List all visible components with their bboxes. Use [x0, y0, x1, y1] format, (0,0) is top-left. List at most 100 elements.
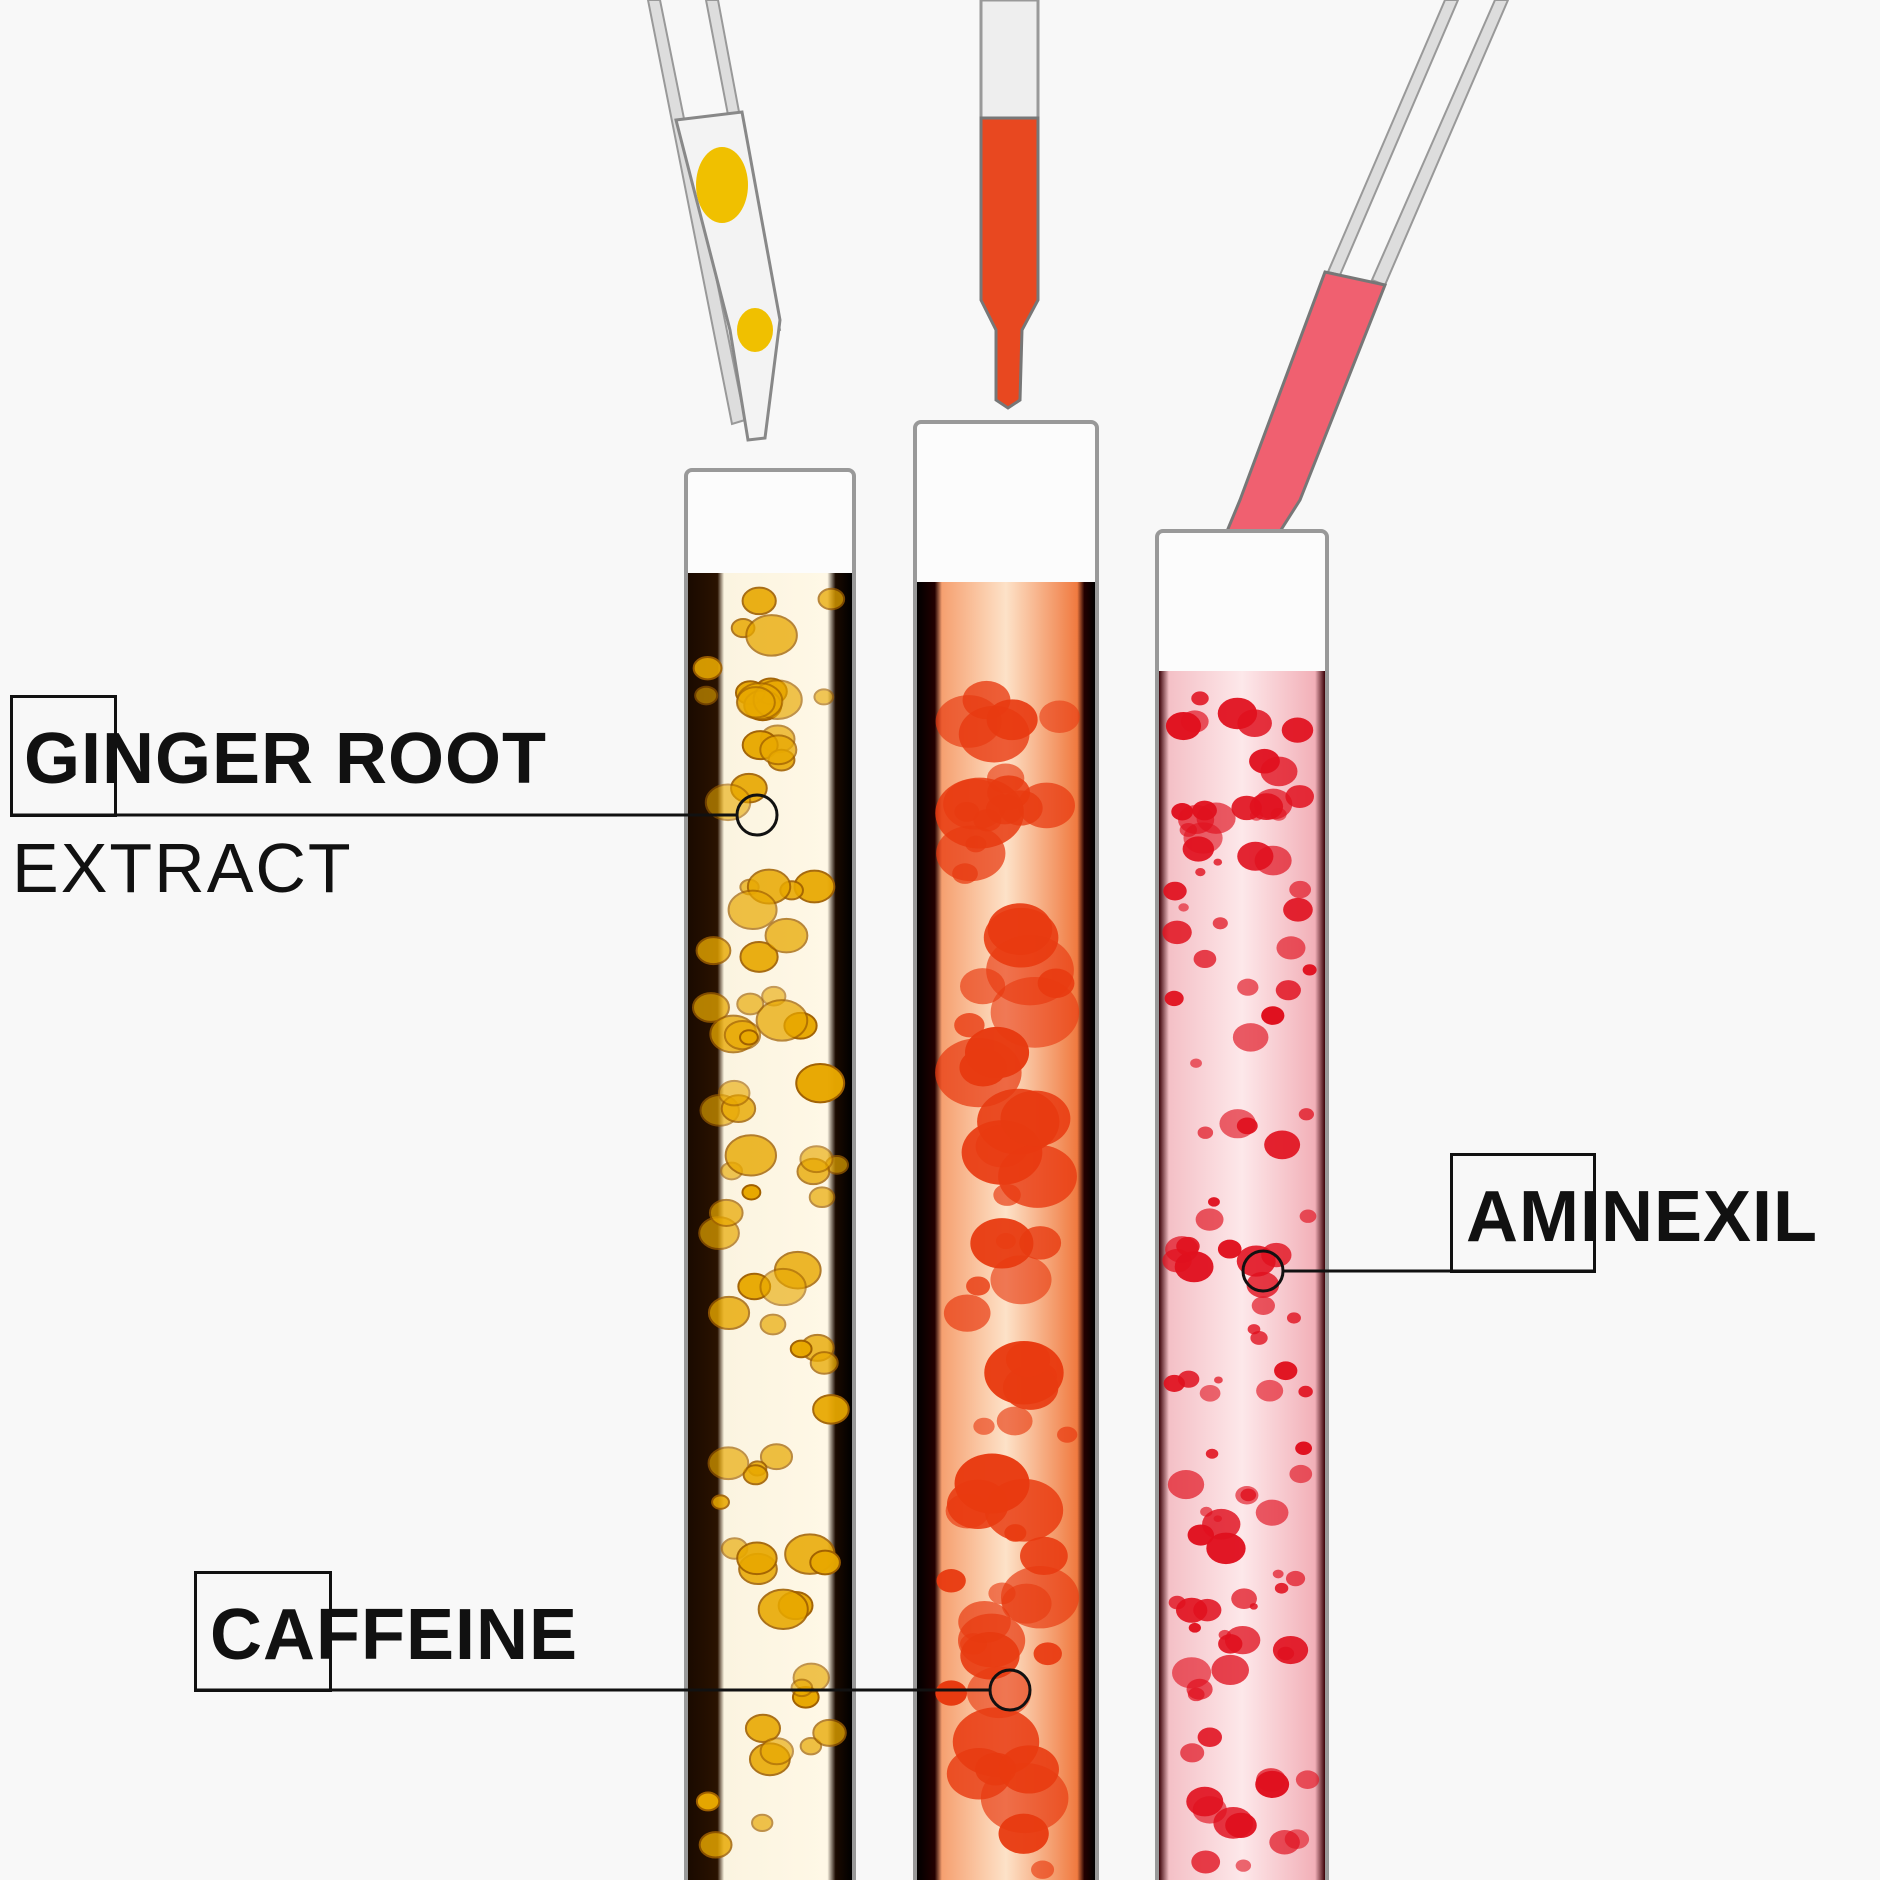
aminexil-bubble	[1255, 1499, 1289, 1526]
caffeine-swirl	[936, 1569, 966, 1593]
aminexil-bubble	[1299, 1209, 1317, 1223]
ginger-bubble	[808, 1186, 836, 1209]
aminexil-bubble	[1211, 1654, 1249, 1685]
aminexil-bubble	[1276, 936, 1306, 960]
aminexil-bubble	[1199, 1384, 1221, 1402]
aminexil-bubble	[1165, 711, 1202, 741]
ginger-bubble	[711, 1494, 730, 1510]
ginger-bubble	[809, 1549, 841, 1576]
aminexil-bubble	[1178, 903, 1189, 912]
ginger-bubble	[789, 1339, 813, 1359]
caffeine-swirl	[966, 1276, 991, 1296]
aminexil-bubble	[1197, 1727, 1223, 1748]
aminexil-bubble	[1231, 1588, 1257, 1609]
aminexil-bubble	[1188, 1622, 1201, 1633]
ginger-bubble	[736, 992, 765, 1016]
aminexil-bubble	[1298, 1108, 1315, 1121]
caffeine-swirl	[973, 1417, 995, 1435]
aminexil-bubble	[1191, 1850, 1221, 1874]
pipette-caffeine	[979, 0, 1040, 410]
ginger-bubble	[799, 1736, 823, 1756]
ginger-bubble	[790, 1678, 814, 1698]
aminexil-bubble	[1295, 1770, 1320, 1789]
ginger-bubble	[751, 1813, 774, 1832]
aminexil-bubble	[1197, 1126, 1214, 1139]
aminexil-bubble	[1246, 1271, 1280, 1298]
aminexil-bubble	[1217, 1239, 1242, 1259]
aminexil-title: AMINEXIL	[1466, 1177, 1819, 1257]
ginger-bubble	[735, 686, 776, 719]
aminexil-bubble	[1256, 1379, 1284, 1402]
aminexil-bubble	[1236, 1117, 1258, 1135]
ginger-bubble	[745, 614, 798, 657]
caffeine-swirl	[1000, 1566, 1079, 1629]
caffeine-swirl	[960, 1633, 987, 1655]
ginger-bubble	[739, 941, 779, 973]
caffeine-swirl	[935, 1680, 968, 1706]
aminexil-bubble	[1285, 1570, 1306, 1587]
caffeine-swirl	[966, 1666, 1032, 1719]
aminexil-bubble	[1212, 917, 1228, 930]
ginger-bubble	[809, 1351, 839, 1375]
ginger-bubble	[764, 917, 809, 954]
ginger-bubble	[717, 1079, 751, 1107]
ginger-bubble	[799, 1145, 834, 1174]
aminexil-bubble	[1191, 691, 1209, 706]
ginger-bubble	[755, 999, 809, 1042]
aminexil-bubble	[1247, 1324, 1261, 1335]
ginger-bubble	[759, 1443, 794, 1471]
ginger-bubble	[727, 889, 778, 931]
aminexil-bubble	[1218, 1629, 1231, 1640]
pipette-ginger	[646, 0, 782, 442]
ginger-bubble	[698, 1831, 733, 1859]
ginger-bubble	[759, 1313, 787, 1336]
aminexil-bubble	[1261, 1006, 1285, 1025]
ginger-bubble	[704, 783, 752, 822]
aminexil-bubble	[1180, 1743, 1205, 1763]
aminexil-bubble	[1205, 1448, 1219, 1459]
aminexil-bubble	[1187, 1524, 1215, 1546]
ginger-root-title: GINGER ROOT	[24, 719, 548, 799]
ginger-bubble	[744, 1713, 781, 1743]
aminexil-bubble	[1195, 867, 1206, 877]
ginger-bubble	[724, 1134, 778, 1177]
aminexil-bubble	[1213, 858, 1223, 866]
ginger-bubble	[741, 586, 777, 616]
aminexil-bubble	[1281, 717, 1314, 743]
ginger-bubble	[759, 734, 798, 766]
aminexil-bubble	[1272, 1569, 1284, 1579]
aminexil-bubble	[1176, 1236, 1200, 1256]
tube-caffeine	[913, 420, 1099, 1880]
caffeine-swirl	[1005, 1341, 1051, 1378]
aminexil-bubble	[1236, 1245, 1276, 1277]
caffeine-swirl	[954, 1013, 985, 1038]
ginger-bubble	[694, 685, 719, 706]
caffeine-swirl	[943, 1294, 991, 1332]
caffeine-title: CAFFEINE	[210, 1595, 578, 1675]
caffeine-swirl	[1003, 1365, 1059, 1410]
aminexil-bubble	[1163, 1374, 1185, 1392]
caffeine-swirl	[1031, 1860, 1055, 1879]
caffeine-swirl	[954, 1453, 1030, 1514]
aminexil-bubble	[1186, 1786, 1224, 1817]
aminexil-bubble	[1193, 949, 1217, 969]
aminexil-bubble	[1255, 1770, 1290, 1798]
aminexil-bubble	[1162, 920, 1192, 945]
aminexil-bubble	[1224, 1625, 1261, 1655]
aminexil-bubble	[1289, 880, 1312, 899]
caffeine-swirl	[1000, 1090, 1071, 1147]
ginger-bubble	[742, 1464, 769, 1486]
aminexil-bubble	[1249, 810, 1263, 821]
ginger-root-subtitle: EXTRACT	[12, 829, 353, 907]
aminexil-bubble	[1164, 990, 1184, 1007]
aminexil-bubble	[1251, 1296, 1275, 1315]
aminexil-bubble	[1206, 1532, 1246, 1565]
aminexil-bubble	[1274, 1582, 1289, 1594]
aminexil-bubble	[1270, 807, 1287, 821]
aminexil-bubble	[1298, 1385, 1313, 1398]
aminexil-bubble	[1190, 1058, 1202, 1068]
aminexil-bubble	[1277, 1646, 1295, 1661]
aminexil-bubble	[1274, 1361, 1298, 1381]
